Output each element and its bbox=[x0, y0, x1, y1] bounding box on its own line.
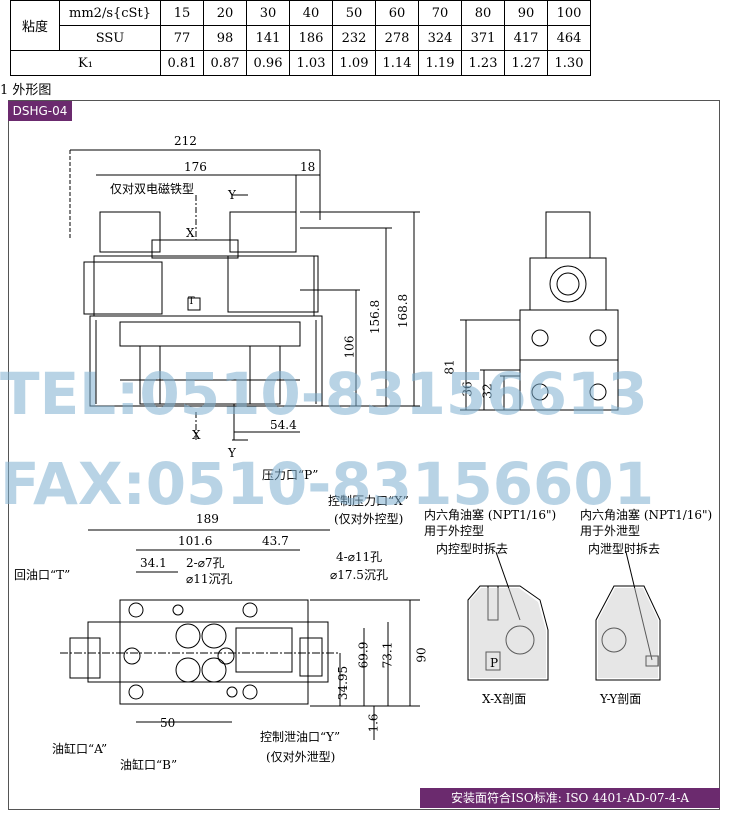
dim-34-95: 34.95 bbox=[336, 665, 351, 701]
label-section-yy: Y-Y剖面 bbox=[600, 692, 642, 706]
dim-189: 189 bbox=[196, 512, 219, 526]
cell: 0.87 bbox=[203, 50, 247, 76]
label-x-bottom: X bbox=[192, 428, 201, 442]
cell: 186 bbox=[289, 25, 333, 51]
label-pressure-port: 压力口“P” bbox=[262, 468, 319, 482]
label-holes-11: 4-⌀11孔 bbox=[336, 550, 383, 564]
label-return-port: 回油口“T” bbox=[14, 568, 71, 582]
label-plug-right-use: 用于外泄型 bbox=[580, 524, 641, 538]
cell: 50 bbox=[332, 0, 376, 26]
label-p-mark: P bbox=[490, 656, 499, 670]
cell: 77 bbox=[160, 25, 204, 51]
cell: 371 bbox=[461, 25, 505, 51]
dim-50: 50 bbox=[160, 716, 176, 730]
label-pilot-port: 控制压力口“X” bbox=[328, 494, 409, 508]
front-view bbox=[69, 150, 323, 407]
cell: 0.96 bbox=[246, 50, 290, 76]
cell: 1.19 bbox=[418, 50, 462, 76]
dim-106: 106 bbox=[342, 335, 357, 359]
cell: mm2/s{cSt} bbox=[59, 0, 161, 26]
label-port-b: 油缸口“B” bbox=[120, 758, 178, 772]
label-t-mark: T bbox=[188, 296, 195, 307]
label-plug-left-use: 用于外控型 bbox=[424, 524, 485, 538]
label-holes-7: 2-⌀7孔 bbox=[186, 556, 225, 570]
cell: 1.30 bbox=[547, 50, 591, 76]
cell: 141 bbox=[246, 25, 290, 51]
watermark-fax: FAX:0510-83156601 bbox=[0, 450, 655, 518]
plan-view bbox=[60, 599, 340, 705]
label-counterbore-17-5: ⌀17.5沉孔 bbox=[330, 568, 388, 582]
section-xx bbox=[467, 585, 549, 681]
label-section-xx: X-X剖面 bbox=[482, 692, 527, 706]
dim-34-1: 34.1 bbox=[140, 556, 167, 570]
watermark-tel: TEL:0510-83156613 bbox=[0, 360, 648, 428]
drawing-frame bbox=[8, 100, 720, 810]
label-plug-left: 内六角油塞 (NPT1/16") bbox=[424, 508, 557, 522]
dim-90: 90 bbox=[414, 647, 429, 663]
label-plug-left-remove: 内控型时拆去 bbox=[436, 542, 509, 556]
dim-168-8: 168.8 bbox=[396, 293, 411, 329]
label-y-bottom: Y bbox=[228, 446, 236, 460]
cell: 70 bbox=[418, 0, 462, 26]
row-label: 粘度 bbox=[10, 0, 60, 51]
cell: 20 bbox=[203, 0, 247, 26]
cell: 1.03 bbox=[289, 50, 333, 76]
label-plug-right: 内六角油塞 (NPT1/16") bbox=[580, 508, 713, 522]
dim-212: 212 bbox=[174, 134, 197, 148]
model-badge: DSHG-04 bbox=[8, 101, 72, 121]
label-plug-right-remove: 内泄型时拆去 bbox=[588, 542, 661, 556]
dim-54-4: 54.4 bbox=[270, 418, 297, 432]
cell: 1.14 bbox=[375, 50, 419, 76]
cell: 0.81 bbox=[160, 50, 204, 76]
label-y-top: Y bbox=[228, 188, 236, 202]
dim-101-6: 101.6 bbox=[178, 534, 213, 548]
dim-43-7: 43.7 bbox=[262, 534, 289, 548]
label-drain-note: (仅对外泄型) bbox=[266, 750, 336, 764]
dim-156-8: 156.8 bbox=[368, 299, 383, 335]
dim-18: 18 bbox=[300, 160, 316, 174]
section-title: 1 外形图 bbox=[0, 83, 52, 98]
dim-69-9: 69.9 bbox=[356, 641, 371, 669]
viscosity-table: 粘度 mm2/s{cSt} 15 20 30 40 50 60 70 80 90… bbox=[10, 0, 591, 76]
side-view bbox=[519, 211, 619, 411]
cell: 1.27 bbox=[504, 50, 548, 76]
cell: 324 bbox=[418, 25, 462, 51]
dim-73-1: 73.1 bbox=[380, 641, 395, 669]
standard-badge: 安装面符合ISO标准: ISO 4401-AD-07-4-A bbox=[420, 788, 720, 808]
section-yy bbox=[595, 585, 661, 681]
label-port-a: 油缸口“A” bbox=[52, 742, 108, 756]
label-drain-port: 控制泄油口“Y” bbox=[260, 730, 341, 744]
dim-1-6: 1.6 bbox=[366, 713, 381, 733]
cell: SSU bbox=[59, 25, 161, 51]
cell: 80 bbox=[461, 0, 505, 26]
cell: 98 bbox=[203, 25, 247, 51]
label-double-solenoid: 仅对双电磁铁型 bbox=[110, 182, 195, 196]
label-counterbore-11: ⌀11沉孔 bbox=[186, 572, 233, 586]
cell: 100 bbox=[547, 0, 591, 26]
label-x-top: X bbox=[186, 226, 195, 240]
dim-176: 176 bbox=[184, 160, 207, 174]
cell: 60 bbox=[375, 0, 419, 26]
label-pilot-note: (仅对外控型) bbox=[334, 512, 404, 526]
